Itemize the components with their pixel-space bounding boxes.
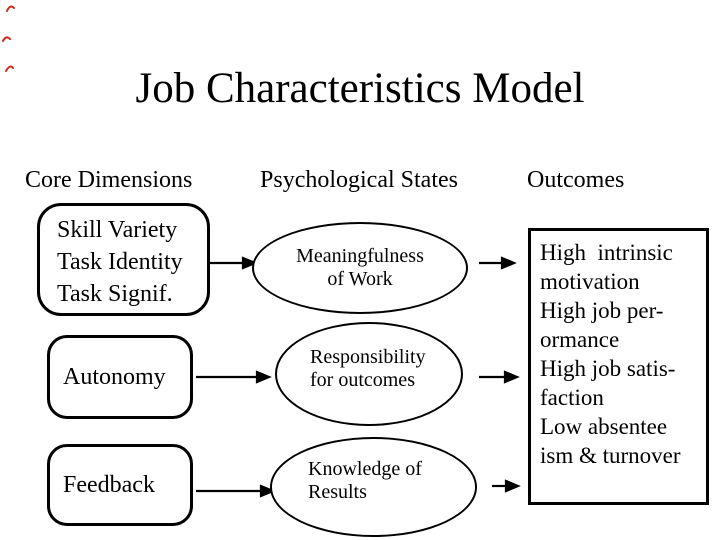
ellipse-line: Responsibility [310, 346, 426, 368]
responsibility-ellipse: Responsibility for outcomes [275, 322, 463, 426]
skill-variety-box: Skill Variety Task Identity Task Signif. [37, 203, 210, 316]
outcome-line: faction [540, 385, 604, 410]
knowledge-ellipse-text: Knowledge of Results [308, 458, 422, 504]
arrow-feedback-to-knowledge [196, 484, 276, 498]
slide-title: Job Characteristics Model [135, 65, 585, 112]
skill-box-line: Skill Variety [57, 217, 178, 243]
outcome-line: High intrinsic [540, 240, 673, 265]
ellipse-line: of Work [327, 268, 393, 290]
outcome-line: High job per- [540, 298, 664, 323]
ellipse-line: Results [308, 481, 367, 503]
arrow-knowledge-to-outcomes [492, 479, 521, 493]
skill-box-line: Task Identity [57, 249, 183, 275]
outcome-line: motivation [540, 269, 640, 294]
arrow-meaningfulness-to-outcomes [479, 256, 517, 270]
skill-variety-box-text: Skill Variety Task Identity Task Signif. [40, 206, 207, 310]
feedback-box-label: Feedback [63, 471, 155, 498]
column-header-core-dimensions: Core Dimensions [25, 167, 193, 193]
outcome-line: Low absentee [540, 414, 668, 439]
responsibility-ellipse-text: Responsibility for outcomes [310, 346, 426, 392]
autonomy-box: Autonomy [47, 335, 193, 419]
skill-box-line: Task Signif. [57, 281, 173, 307]
arrow-skill-to-meaningfulness [210, 256, 258, 270]
knowledge-ellipse: Knowledge of Results [270, 437, 477, 537]
feedback-box: Feedback [47, 444, 193, 526]
outcomes-box: High intrinsic motivation High job per- … [528, 228, 709, 505]
arrow-autonomy-to-responsibility [196, 370, 272, 384]
ellipse-line: Meaningfulness [296, 245, 424, 267]
arrow-responsibility-to-outcomes [479, 370, 520, 384]
ellipse-line: for outcomes [310, 369, 415, 391]
outcome-line: ormance [540, 327, 620, 352]
outcome-line: ism & turnover [540, 443, 681, 468]
column-header-outcomes: Outcomes [527, 167, 625, 193]
autonomy-box-label: Autonomy [63, 363, 166, 390]
red-pen-mark [2, 36, 11, 42]
ellipse-line: Knowledge of [308, 458, 422, 480]
meaningfulness-ellipse: Meaningfulness of Work [252, 222, 468, 314]
meaningfulness-ellipse-text: Meaningfulness of Work [296, 245, 424, 291]
red-pen-mark [6, 5, 15, 12]
column-header-psychological-states: Psychological States [260, 167, 458, 193]
outcome-line: High job satis- [540, 356, 676, 381]
